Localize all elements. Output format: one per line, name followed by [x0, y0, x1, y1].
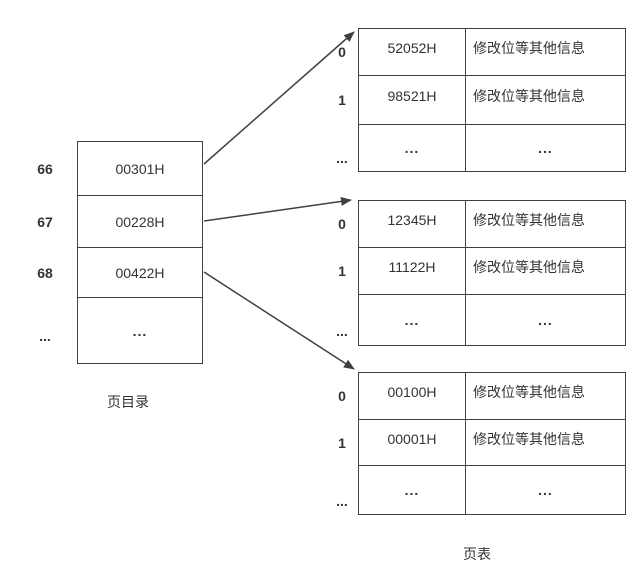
frame-number: 98521H — [387, 88, 437, 104]
directory-entry-value: 00301H — [115, 160, 165, 177]
pagetable3-row-1: 1 00001H 修改位等其他信息 — [338, 419, 625, 465]
modify-bits-info: ... — [465, 466, 625, 514]
directory-row-68: 68 00422H — [37, 247, 202, 297]
directory-entry-value: ... — [132, 322, 148, 339]
modify-bits-info: 修改位等其他信息 — [465, 373, 625, 419]
directory-entry-value: 00228H — [115, 213, 165, 230]
modify-bits-info: 修改位等其他信息 — [465, 248, 625, 294]
pagetable-row-index: ... — [336, 150, 348, 167]
frame-number: ... — [404, 312, 420, 328]
pagetable2-row-ellipsis: ... ... ... — [336, 294, 625, 345]
pagetable1-row-ellipsis: ... ... ... — [336, 124, 625, 171]
page-tables-caption: 页表 — [463, 546, 491, 562]
pagetable1-row-1: 1 98521H 修改位等其他信息 — [338, 75, 625, 124]
pagetable2-row-0: 0 12345H 修改位等其他信息 — [338, 201, 625, 247]
directory-row-index: ... — [39, 327, 51, 344]
modify-bits-info: 修改位等其他信息 — [465, 76, 625, 124]
frame-number: ... — [404, 140, 420, 156]
pagetable-row-index: ... — [336, 323, 348, 339]
pagetable1-row-0: 0 52052H 修改位等其他信息 — [338, 29, 625, 75]
modify-bits-info: ... — [465, 295, 625, 345]
frame-number: 12345H — [387, 212, 437, 228]
modify-bits-info: 修改位等其他信息 — [465, 201, 625, 247]
directory-row-index: 66 — [37, 160, 53, 177]
frame-number: 11122H — [388, 259, 436, 275]
pagetable-row-index: 1 — [338, 92, 346, 108]
modify-bits-info: ... — [465, 125, 625, 171]
page-table-3: 0 00100H 修改位等其他信息 1 00001H 修改位等其他信息 ... … — [336, 372, 626, 515]
modify-bits-info: 修改位等其他信息 — [465, 29, 625, 75]
frame-number: 00001H — [387, 430, 437, 447]
pagetable-row-index: 1 — [338, 263, 346, 279]
directory-row-ellipsis: ... ... — [39, 297, 202, 363]
page-directory-caption: 页目录 — [107, 394, 149, 410]
page-directory-table: 66 00301H 67 00228H 68 00422H ... ... — [37, 141, 203, 364]
pagetable2-row-1: 1 11122H 修改位等其他信息 — [338, 247, 625, 294]
pagetable3-row-ellipsis: ... ... ... — [336, 465, 625, 514]
pagetable-row-index: 0 — [338, 216, 346, 232]
pagetable-row-index: ... — [336, 492, 348, 509]
directory-entry-value: 00422H — [115, 264, 165, 281]
directory-row-66: 66 00301H — [37, 142, 202, 195]
frame-number: 52052H — [387, 40, 437, 56]
directory-row-67: 67 00228H — [37, 195, 202, 247]
pagetable-row-index: 0 — [338, 388, 346, 404]
pagetable-row-index: 1 — [338, 434, 346, 451]
page-table-2: 0 12345H 修改位等其他信息 1 11122H 修改位等其他信息 ... … — [336, 200, 626, 346]
pagetable3-row-0: 0 00100H 修改位等其他信息 — [338, 373, 625, 419]
page-table-1: 0 52052H 修改位等其他信息 1 98521H 修改位等其他信息 ... … — [336, 28, 626, 172]
frame-number: 00100H — [387, 384, 437, 400]
directory-row-index: 67 — [37, 213, 53, 230]
modify-bits-info: 修改位等其他信息 — [465, 420, 625, 465]
frame-number: ... — [404, 482, 420, 498]
pagetable-row-index: 0 — [338, 44, 346, 60]
directory-row-index: 68 — [37, 264, 53, 281]
arrow-entry68-to-pagetable3 — [203, 271, 355, 370]
